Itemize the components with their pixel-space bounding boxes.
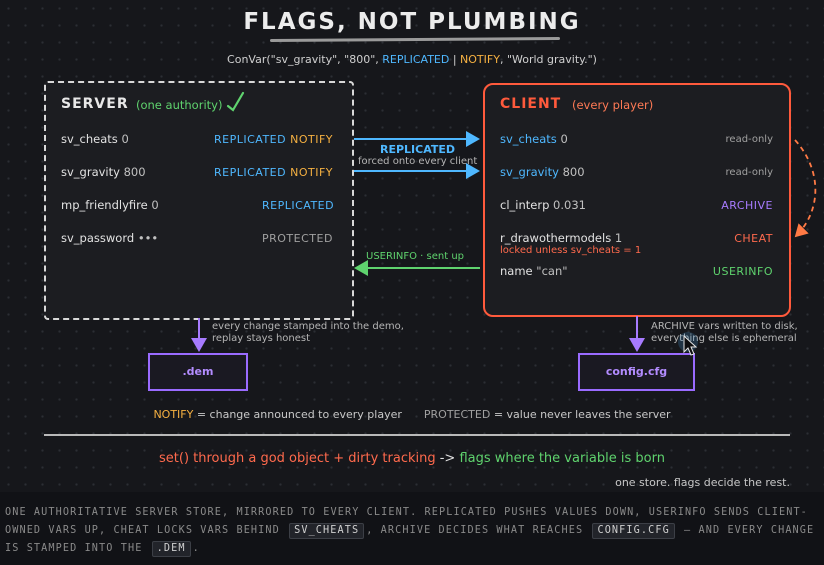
demo-note-line2: replay stays honest <box>212 333 311 344</box>
config-file-box: config.cfg <box>578 353 695 391</box>
client-row-sv-gravity: sv_gravity 800 <box>500 165 585 179</box>
server-row-sv-gravity-flags: REPLICATED NOTIFY <box>214 166 333 179</box>
client-row-sv-cheats: sv_cheats 0 <box>500 132 568 146</box>
config-note-line1: ARCHIVE vars written to disk, <box>651 321 798 332</box>
server-row-mp-friendlyfire-flag: REPLICATED <box>262 199 335 212</box>
code-suffix: , "World gravity.") <box>499 53 597 66</box>
cheat-lock-loop-arrow <box>794 139 817 238</box>
server-title: SERVER <box>61 96 129 112</box>
replicated-arrow-sublabel: forced onto every client <box>358 156 478 167</box>
cheat-lock-note: locked unless sv_cheats = 1 <box>500 245 642 256</box>
code-notify: NOTIFY <box>460 53 500 66</box>
client-row-r-drawothermodels: r_drawothermodels 1 <box>500 231 623 245</box>
client-row-r-drawothermodels-flag: CHEAT <box>734 232 773 245</box>
server-note: (one authority) <box>136 98 223 112</box>
server-row-sv-cheats-flags: REPLICATED NOTIFY <box>214 133 333 146</box>
server-row-sv-password: sv_password ••• <box>61 231 159 245</box>
page-title: FLAGS, NOT PLUMBING <box>243 9 581 35</box>
server-box <box>44 81 354 320</box>
code-sv-cheats: SV_CHEATS <box>289 523 365 539</box>
server-row-sv-cheats: sv_cheats 0 <box>61 132 129 146</box>
tagline: one store. flags decide the rest. <box>615 476 790 489</box>
client-box <box>483 83 791 317</box>
client-row-name-flag: USERINFO <box>712 265 773 278</box>
demo-file-box: .dem <box>148 353 248 391</box>
client-row-sv-cheats-flag: read-only <box>725 134 773 145</box>
userinfo-arrow-label: USERINFO · sent up <box>366 251 465 262</box>
comparison-line: set() through a god object + dirty track… <box>159 451 665 466</box>
convar-code-line: ConVar("sv_gravity", "800", REPLICATED |… <box>0 53 824 66</box>
code-pipe: | <box>449 53 461 66</box>
caption: ONE AUTHORITATIVE SERVER STORE, MIRRORED… <box>5 504 817 558</box>
client-title: CLIENT <box>500 96 562 112</box>
divider <box>44 434 790 436</box>
code-config-cfg: CONFIG.CFG <box>592 523 675 539</box>
client-row-cl-interp: cl_interp 0.031 <box>500 198 586 212</box>
server-row-sv-gravity: sv_gravity 800 <box>61 165 146 179</box>
code-replicated: REPLICATED <box>382 53 450 66</box>
client-row-cl-interp-flag: ARCHIVE <box>721 199 773 212</box>
code-dem: .DEM <box>151 541 191 557</box>
client-row-name: name "can" <box>500 264 568 278</box>
client-row-sv-gravity-flag: read-only <box>725 167 773 178</box>
server-row-mp-friendlyfire: mp_friendlyfire 0 <box>61 198 159 212</box>
code-prefix: ConVar("sv_gravity", "800", <box>227 53 383 66</box>
config-note-line2: everything else is ephemeral <box>651 333 797 344</box>
check-icon <box>226 91 245 112</box>
mouse-cursor-icon <box>678 332 698 356</box>
server-row-sv-password-flag: PROTECTED <box>262 232 333 245</box>
client-note: (every player) <box>572 98 654 112</box>
flag-legend: NOTIFY = change announced to every playe… <box>153 408 671 421</box>
arrows-layer <box>191 91 817 356</box>
replicated-arrow-label: REPLICATED <box>380 143 456 156</box>
demo-note-line1: every change stamped into the demo, <box>212 321 404 332</box>
